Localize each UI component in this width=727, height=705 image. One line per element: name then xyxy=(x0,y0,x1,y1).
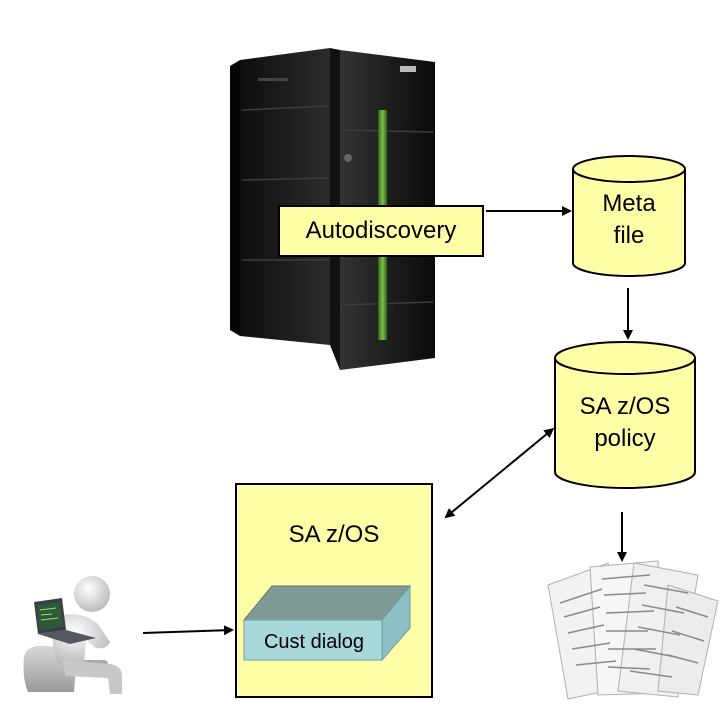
meta-file-cylinder xyxy=(572,155,686,277)
arrow-policy-sa-bidirectional xyxy=(444,427,555,519)
autodiscovery-box: Autodiscovery xyxy=(278,205,484,257)
cust-dialog-block xyxy=(242,584,412,662)
printed-documents-icon xyxy=(547,560,719,700)
arrow-user-to-dialog xyxy=(142,625,234,636)
cust-dialog-label: Cust dialog xyxy=(263,630,365,653)
user-at-laptop-icon xyxy=(23,576,122,694)
policy-label: SA z/OS policy xyxy=(579,393,671,453)
sa-zos-title: SA z/OS xyxy=(288,521,380,548)
meta-file-label: Meta file xyxy=(602,190,656,250)
policy-cylinder xyxy=(554,341,696,489)
autodiscovery-label: Autodiscovery xyxy=(305,217,457,244)
